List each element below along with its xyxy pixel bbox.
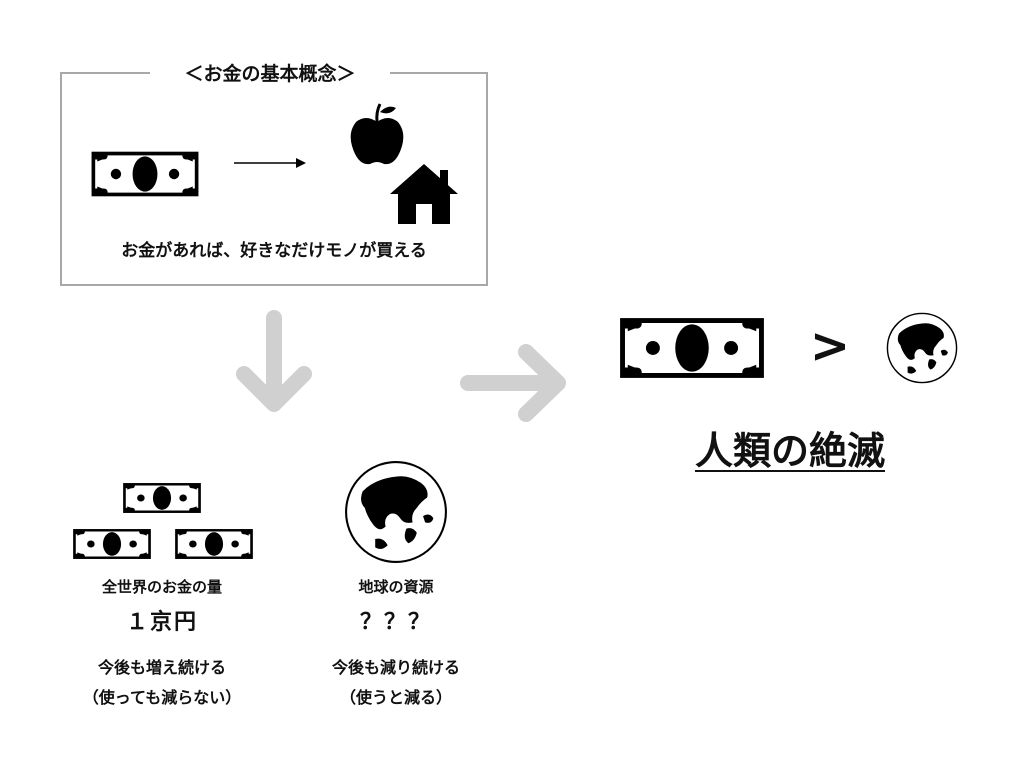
arrow-right-small-icon — [234, 158, 306, 168]
globe-small-icon — [886, 312, 958, 384]
concept-caption: お金があれば、好きなだけモノが買える — [121, 241, 427, 261]
money-note-2: （使っても減らない） — [82, 688, 242, 707]
banknote-stack-left-icon — [73, 528, 151, 560]
banknote-icon — [91, 151, 199, 197]
money-note-1: 今後も増え続ける — [97, 658, 226, 677]
conclusion-text: 人類の絶滅 — [694, 429, 885, 473]
banknote-stack-right-icon — [175, 528, 253, 560]
money-amount: １京円 — [125, 610, 198, 635]
banknote-large-icon — [618, 316, 766, 380]
arrow-down-icon — [236, 310, 312, 412]
resources-note-2: （使うと減る） — [339, 688, 452, 707]
money-label: 全世界のお金の量 — [101, 578, 222, 596]
concept-title: ＜お金の基本概念＞ — [150, 60, 390, 88]
globe-icon — [345, 461, 447, 563]
resources-label: 地球の資源 — [358, 578, 434, 596]
house-icon — [390, 164, 458, 224]
resources-note-1: 今後も減り続ける — [331, 658, 460, 677]
arrow-right-icon — [460, 344, 566, 422]
resources-amount: ？？？ — [359, 610, 432, 635]
apple-icon — [350, 103, 404, 165]
greater-than-symbol: > — [809, 318, 851, 374]
banknote-stack-top-icon — [123, 482, 201, 514]
